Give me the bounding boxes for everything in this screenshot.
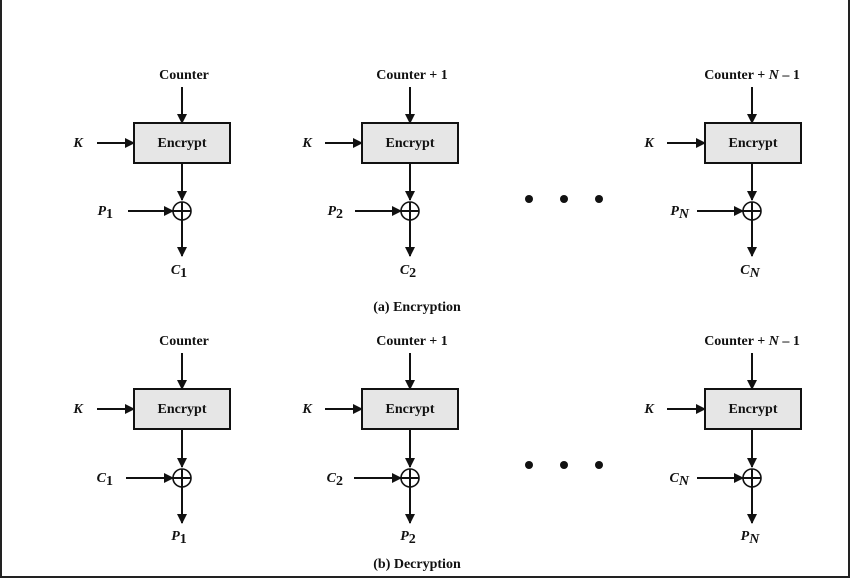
key-label: K (72, 402, 84, 417)
input-label: PN (670, 204, 690, 222)
input-label: C1 (97, 471, 113, 489)
output-label: C2 (400, 263, 416, 281)
input-label: P2 (327, 204, 343, 222)
decryption-caption: (b) Decryption (373, 557, 461, 572)
encrypt-block-label: Encrypt (729, 402, 778, 417)
encryption-section: Counter K Encrypt P1 C1 Counter + 1 K (72, 68, 802, 315)
output-label: P2 (400, 529, 416, 547)
ellipsis-dots-icon (525, 195, 603, 203)
xor-icon (400, 468, 420, 488)
key-label: K (301, 402, 313, 417)
encrypt-block (361, 388, 459, 430)
decryption-stage-1: Counter K Encrypt C1 P1 (72, 334, 231, 547)
counter-label: Counter + 1 (376, 68, 448, 83)
encrypt-block-label: Encrypt (158, 136, 207, 151)
key-label: K (643, 136, 655, 151)
output-label: C1 (171, 263, 187, 281)
xor-icon (742, 468, 762, 488)
encryption-caption: (a) Encryption (373, 300, 461, 315)
key-label: K (643, 402, 655, 417)
input-label: P1 (97, 204, 113, 222)
xor-icon (172, 201, 192, 221)
decryption-section: Counter K Encrypt C1 P1 Counter + 1 K (72, 334, 802, 572)
encrypt-block (704, 122, 802, 164)
encrypt-block (704, 388, 802, 430)
counter-label: Counter + N – 1 (704, 68, 800, 83)
output-label: PN (741, 529, 761, 547)
key-label: K (301, 136, 313, 151)
counter-label: Counter (159, 334, 209, 349)
encryption-stage-2: Counter + 1 K Encrypt P2 C2 (301, 68, 459, 281)
output-label: P1 (171, 529, 187, 547)
xor-icon (172, 468, 192, 488)
encrypt-block-label: Encrypt (158, 402, 207, 417)
xor-icon (400, 201, 420, 221)
xor-icon (742, 201, 762, 221)
counter-label: Counter (159, 68, 209, 83)
input-label: CN (670, 471, 690, 489)
output-label: CN (740, 263, 760, 281)
encrypt-block-label: Encrypt (386, 136, 435, 151)
counter-label: Counter + 1 (376, 334, 448, 349)
input-label: C2 (327, 471, 343, 489)
encrypt-block-label: Encrypt (386, 402, 435, 417)
decryption-stage-n: Counter + N – 1 K Encrypt CN PN (643, 334, 802, 547)
encryption-stage-n: Counter + N – 1 K Encrypt PN CN (643, 68, 802, 281)
encrypt-block (133, 388, 231, 430)
decryption-stage-2: Counter + 1 K Encrypt C2 P2 (301, 334, 459, 547)
counter-label: Counter + N – 1 (704, 334, 800, 349)
encryption-stage-1: Counter K Encrypt P1 C1 (72, 68, 231, 281)
ellipsis-dots-icon (525, 461, 603, 469)
encrypt-block-label: Encrypt (729, 136, 778, 151)
encrypt-block (133, 122, 231, 164)
key-label: K (72, 136, 84, 151)
